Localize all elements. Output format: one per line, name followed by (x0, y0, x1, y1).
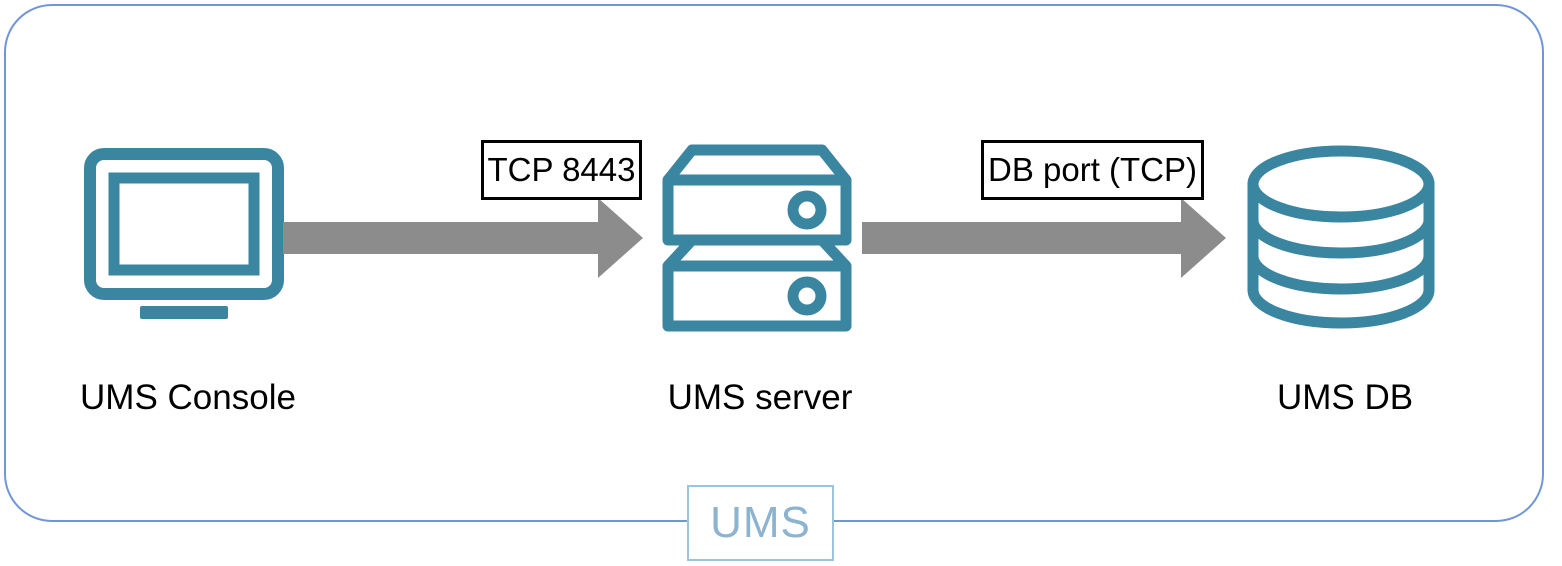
arrow-console-to-server (283, 198, 645, 278)
label-ums-console: UMS Console (80, 378, 296, 417)
arrow-server-to-db (862, 198, 1228, 278)
label-ums-db: UMS DB (1276, 378, 1414, 417)
monitor-icon (84, 148, 284, 319)
label-ums-server: UMS server (667, 378, 853, 417)
port-label-db-port: DB port (TCP) (981, 140, 1204, 200)
node-ums-db[interactable] (1244, 142, 1444, 338)
port-label-tcp-8443-text: TCP 8443 (487, 151, 636, 188)
ums-badge: UMS (687, 485, 834, 561)
server-stack-icon (662, 144, 852, 332)
database-cylinder-icon (1247, 145, 1435, 329)
port-label-db-port-text: DB port (TCP) (987, 151, 1198, 188)
ums-badge-label: UMS (710, 498, 811, 547)
node-ums-console[interactable] (78, 140, 290, 330)
node-ums-server[interactable] (660, 140, 860, 336)
port-label-tcp-8443: TCP 8443 (481, 140, 642, 200)
